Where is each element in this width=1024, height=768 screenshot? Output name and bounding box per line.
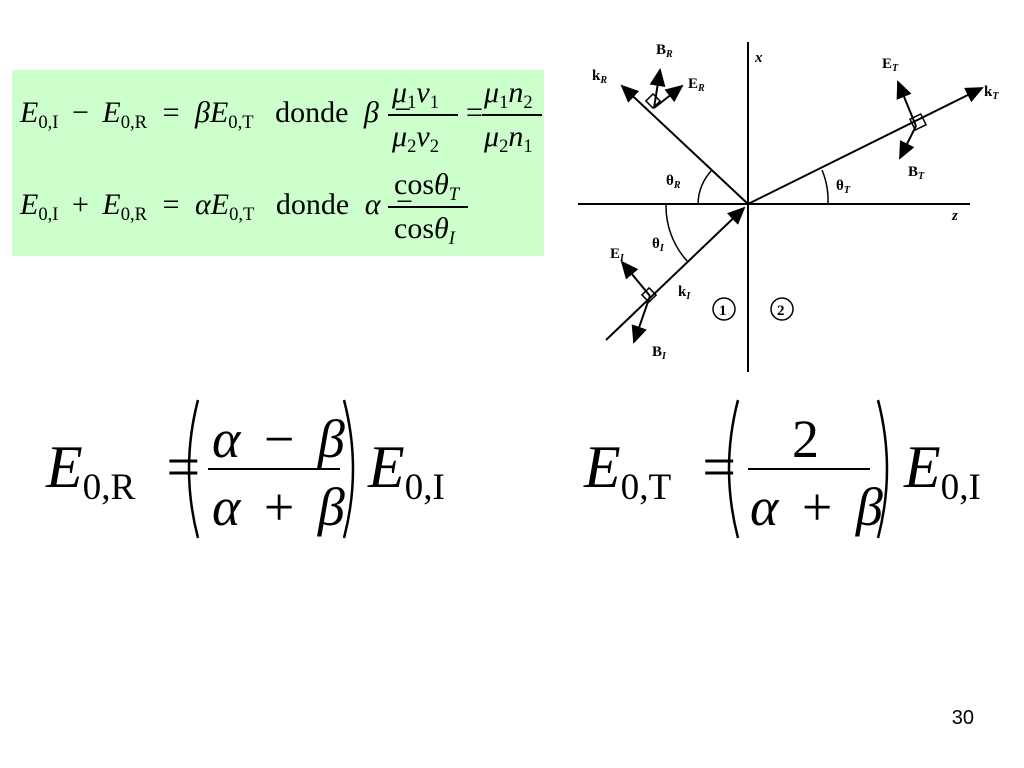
BR-arrow (649, 68, 666, 109)
kT-label: kT (984, 84, 999, 102)
eqR-paren-right (342, 399, 355, 539)
eqR-num: α − β (212, 409, 345, 469)
thetaT-arc (821, 169, 829, 205)
BT-arrow (899, 125, 917, 160)
medium-2-circle (770, 297, 794, 321)
medium-1-circle (712, 297, 736, 321)
kT-right-angle (908, 112, 928, 132)
BI-label: BI (652, 344, 667, 362)
eqT-den: α + β (750, 477, 883, 537)
eq1-lhs: E0,I − E0,R = βE0,T donde β = (20, 96, 412, 133)
EI-arrow (620, 260, 651, 297)
reflection-diagram: x z kR BR ER kT ET BT EI kI BI θR θT θI … (578, 42, 999, 372)
thetaR-label: θR (666, 173, 681, 191)
thetaI-arc (665, 203, 689, 263)
thetaI-label: θI (652, 236, 665, 254)
eqT-rhs: E0,I (904, 434, 981, 508)
eq1-equals: = (466, 96, 483, 129)
axis-z-label: z (951, 208, 958, 224)
eqR-paren-left (187, 399, 200, 539)
eqR-den: α + β (212, 477, 345, 537)
kR-label: kR (592, 68, 607, 86)
eqT-line (748, 468, 870, 470)
EI-label: EI (610, 246, 625, 264)
frac3-line (388, 206, 468, 208)
frac1-den: μ2v2 (392, 120, 439, 157)
eq2-lhs: E0,I + E0,R = αE0,T donde α = (20, 188, 413, 225)
eqR-rhs: E0,I (368, 434, 445, 508)
kR-ray (620, 84, 749, 205)
frac3-den: cosθI (394, 212, 455, 249)
frac1-num: μ1v1 (392, 76, 439, 113)
ET-arrow (896, 80, 917, 127)
eqR-lhs: E0,R = (46, 434, 201, 508)
thetaT-label: θT (836, 178, 851, 196)
eqR-line (208, 468, 340, 470)
medium-2-label: 2 (777, 303, 785, 319)
eqT-paren-right (876, 399, 889, 539)
BT-label: BT (908, 164, 925, 182)
ET-label: ET (882, 56, 899, 74)
ER-arrow (653, 84, 684, 109)
frac2-line (482, 114, 542, 116)
thetaR-arc (697, 169, 713, 205)
kI-ray (605, 206, 746, 341)
frac1-line (388, 114, 458, 116)
frac2-den: μ2n1 (484, 120, 533, 157)
ER-label: ER (688, 76, 705, 94)
eqT-lhs: E0,T = (584, 434, 737, 508)
eqT-num: 2 (792, 409, 819, 469)
equation-box: E0,I − E0,R = βE0,T donde β = μ1v1 μ2v2 … (12, 70, 544, 256)
kT-ray (747, 87, 984, 205)
axis-x-label: x (754, 50, 763, 66)
kI-label: kI (678, 284, 691, 302)
eqT-paren-left (727, 399, 740, 539)
medium-1-label: 1 (719, 303, 727, 319)
frac2-num: μ1n2 (484, 76, 533, 113)
BI-arrow (631, 295, 651, 344)
BR-label: BR (656, 42, 673, 60)
page-number: 30 (951, 707, 974, 729)
frac3-num: cosθT (394, 168, 460, 205)
kR-right-angle (644, 92, 662, 110)
